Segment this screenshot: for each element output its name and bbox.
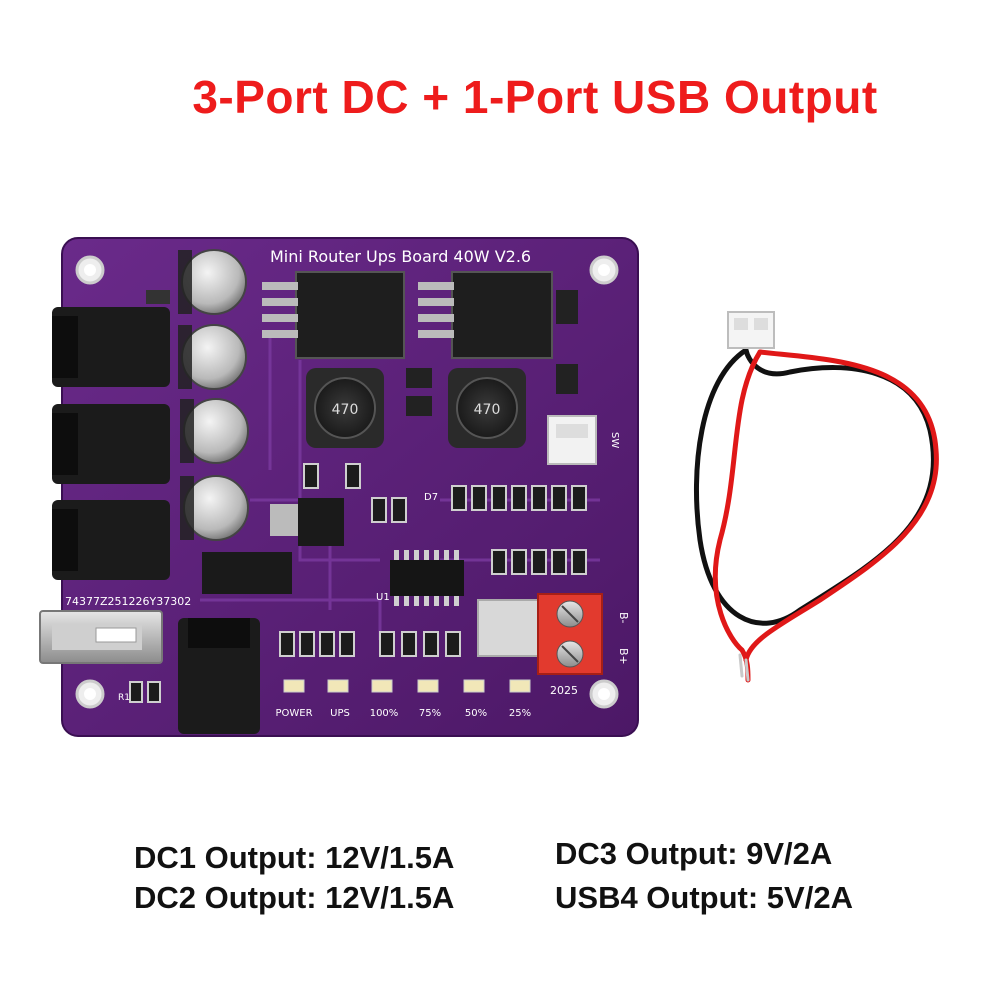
inductors [306,368,526,448]
regulator-ics [262,271,553,359]
serial-number: 74377Z251226Y37302 [65,595,191,608]
usb-port [39,610,163,664]
led-label-ups: UPS [330,708,350,719]
sw-label: SW [609,432,620,448]
smd-resistors [129,463,587,703]
headline: 3-Port DC + 1-Port USB Output [192,71,878,123]
battery-cable [694,347,939,683]
led-label-100: 100% [370,708,399,719]
sw-connector [547,415,597,465]
electrolytic-capacitors [178,249,249,541]
spec-dc3: DC3 Output: 9V/2A [555,836,833,871]
led-label-50: 50% [465,708,487,719]
silkscreen-title: Mini Router Ups Board 40W V2.6 [270,247,531,266]
chip-label: U1 [376,592,390,603]
battery-terminal-block [537,593,603,675]
output-specs: DC1 Output: 12V/1.5A DC2 Output: 12V/1.5… [0,836,1000,926]
led-label-power: POWER [275,708,312,719]
spec-dc2: DC2 Output: 12V/1.5A [134,880,455,915]
inductor-label-2: 470 [474,402,501,418]
led-label-75: 75% [419,708,441,719]
led-label-25: 25% [509,708,531,719]
year-label: 2025 [550,684,578,697]
thermal-pad [477,599,539,657]
inductor-label-1: 470 [332,402,359,418]
spec-dc1: DC1 Output: 12V/1.5A [134,840,455,875]
diode-label: D7 [424,492,438,503]
spec-usb4: USB4 Output: 5V/2A [555,880,853,915]
terminal-minus-label: B- [617,612,630,624]
jst-connector [727,311,775,349]
status-leds [283,679,531,693]
resistor-label: R1 [118,693,130,703]
mounting-holes [75,255,619,709]
smd-diodes [146,290,578,594]
dc-jacks [52,307,260,734]
controller-chip [390,550,464,606]
terminal-plus-label: B+ [617,648,630,665]
